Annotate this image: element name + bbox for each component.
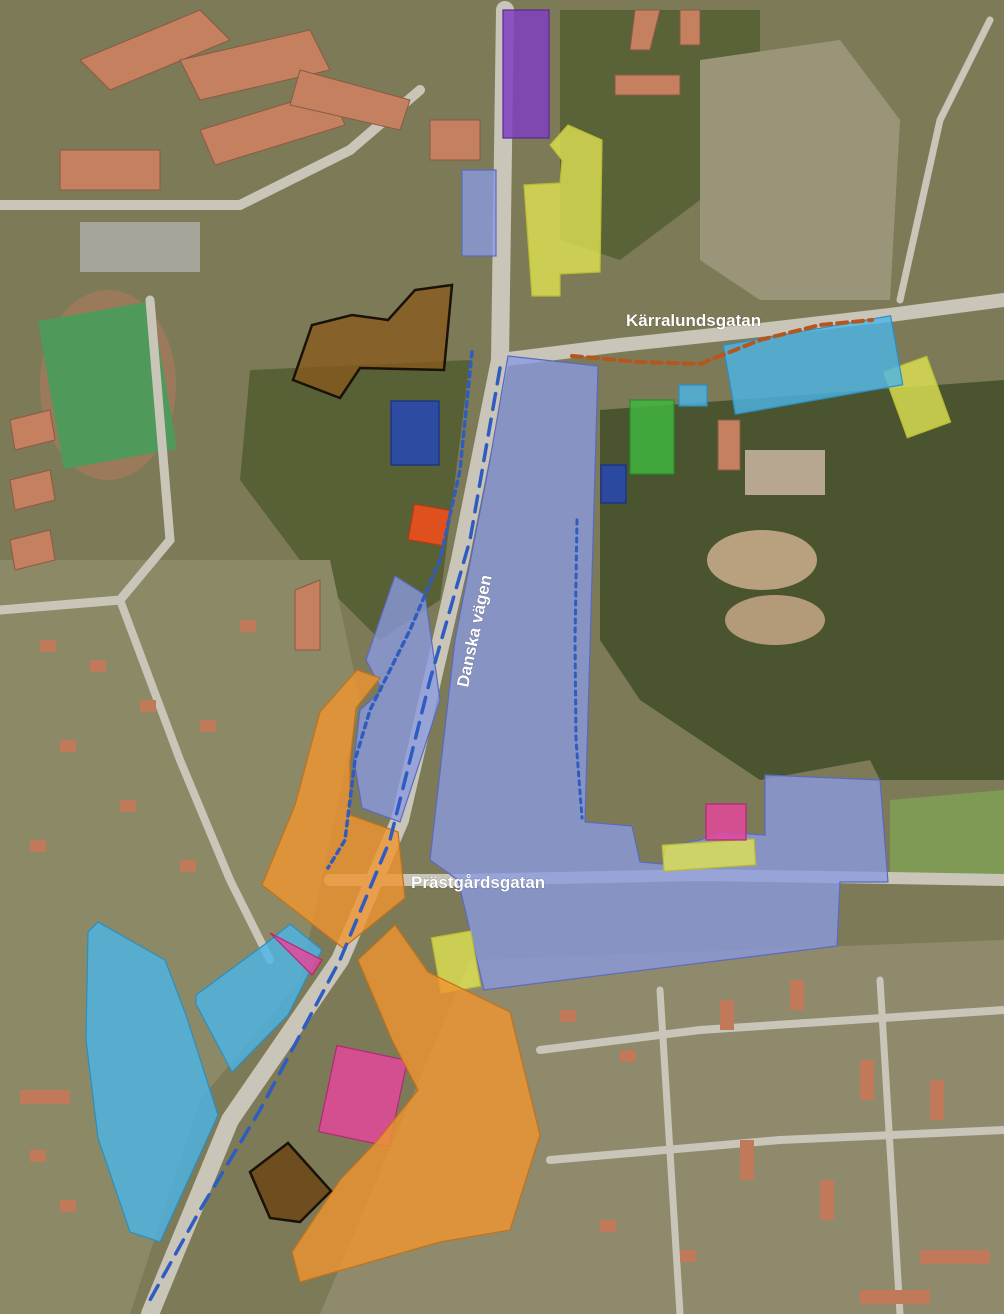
building-nw-2 [59,149,161,191]
sand-pitch-south [725,595,825,645]
zone-yellow-strip[interactable] [661,838,757,872]
road-south-grid-4 [876,976,904,1314]
zone-blue-small-north[interactable] [461,169,497,257]
zone-yellow-north[interactable] [523,124,603,297]
building-school [717,419,741,471]
football-pitch [37,301,178,469]
planning-zones [85,9,952,1283]
villa-roof [930,1080,944,1120]
street-label-prastgardsgatan: Prästgårdsgatan [411,873,545,892]
zone-dark-blue-square[interactable] [390,400,440,466]
building-center [294,579,321,651]
villa-roof [600,1220,616,1232]
villa-roof [820,1180,834,1220]
villa-roof [720,1000,734,1030]
villa-roof [180,860,196,872]
zone-pink-triangle[interactable] [269,932,323,976]
residential-ground-west [0,560,360,1314]
villa-roof [860,1060,874,1100]
building-nw-6 [429,119,481,161]
zone-orange-south[interactable] [291,924,541,1283]
villa-roof [740,1140,754,1180]
cemetery [700,40,900,300]
parking-lot [80,222,200,272]
building-nw-5 [289,69,411,131]
villa-roof [860,1290,930,1304]
street-label-karralundsgatan: Kärralundsgatan [626,311,761,330]
building-west-slab-2 [9,469,56,511]
building-nw-1 [79,9,231,91]
villa-roof [200,720,216,732]
zone-light-blue-school[interactable] [722,315,904,415]
road-west-residential [116,596,274,964]
zone-green[interactable] [629,399,675,475]
villa-roof [120,800,136,812]
villa-roof [30,840,46,852]
building-west-slab-1 [9,409,56,451]
route-lines [148,318,874,1302]
zone-orange-west[interactable] [261,669,406,949]
zone-light-blue-southwest[interactable] [85,921,219,1243]
grass-field-east [890,790,1004,880]
villa-roof [140,700,156,712]
zone-residential-blue-main[interactable] [429,355,889,991]
villa-roof [30,1150,46,1162]
zone-purple[interactable] [502,9,550,139]
zone-residential-blue-west[interactable] [353,575,441,823]
villa-roof [60,1200,76,1212]
villa-roof [920,1250,990,1264]
building-north-2 [614,74,681,96]
building-north-1 [629,9,661,51]
villa-roof [20,1090,70,1104]
villa-roof [680,1250,696,1262]
zone-pink-north[interactable] [705,803,747,841]
villa-roof [90,660,106,672]
building-north-3 [679,9,701,46]
road-cemetery [896,16,994,304]
villa-roof [60,740,76,752]
villa-roof [240,620,256,632]
villa-roof [40,640,56,652]
route-danska-vagen-long-dash [148,366,502,1302]
villa-roof [620,1050,636,1062]
zone-brown-north[interactable] [291,283,454,400]
building-nw-3 [179,29,331,101]
villa-roof [560,1010,576,1022]
zone-pink-south[interactable] [317,1044,409,1148]
road-upper-ring [0,295,175,615]
villa-roof [790,980,804,1010]
zone-brown-south[interactable] [248,1141,333,1224]
road-karralundsgatan [493,293,1004,367]
road-south-grid-2 [546,1126,1004,1164]
route-east-fine-dash [573,518,584,820]
buildings [9,9,741,651]
zone-light-blue-small[interactable] [678,384,708,407]
zone-dark-blue-small[interactable] [600,464,627,504]
villa-roofs [20,620,990,1304]
zone-red-orange[interactable] [407,503,451,547]
schoolyard [745,450,825,495]
route-west-fine-dash [326,350,474,870]
building-west-slab-3 [9,529,56,571]
road-south-grid-3 [656,986,684,1314]
route-karralundsgatan-dash [570,318,874,367]
sand-pitch-north [707,530,817,590]
road-south-grid-1 [536,1006,1004,1054]
